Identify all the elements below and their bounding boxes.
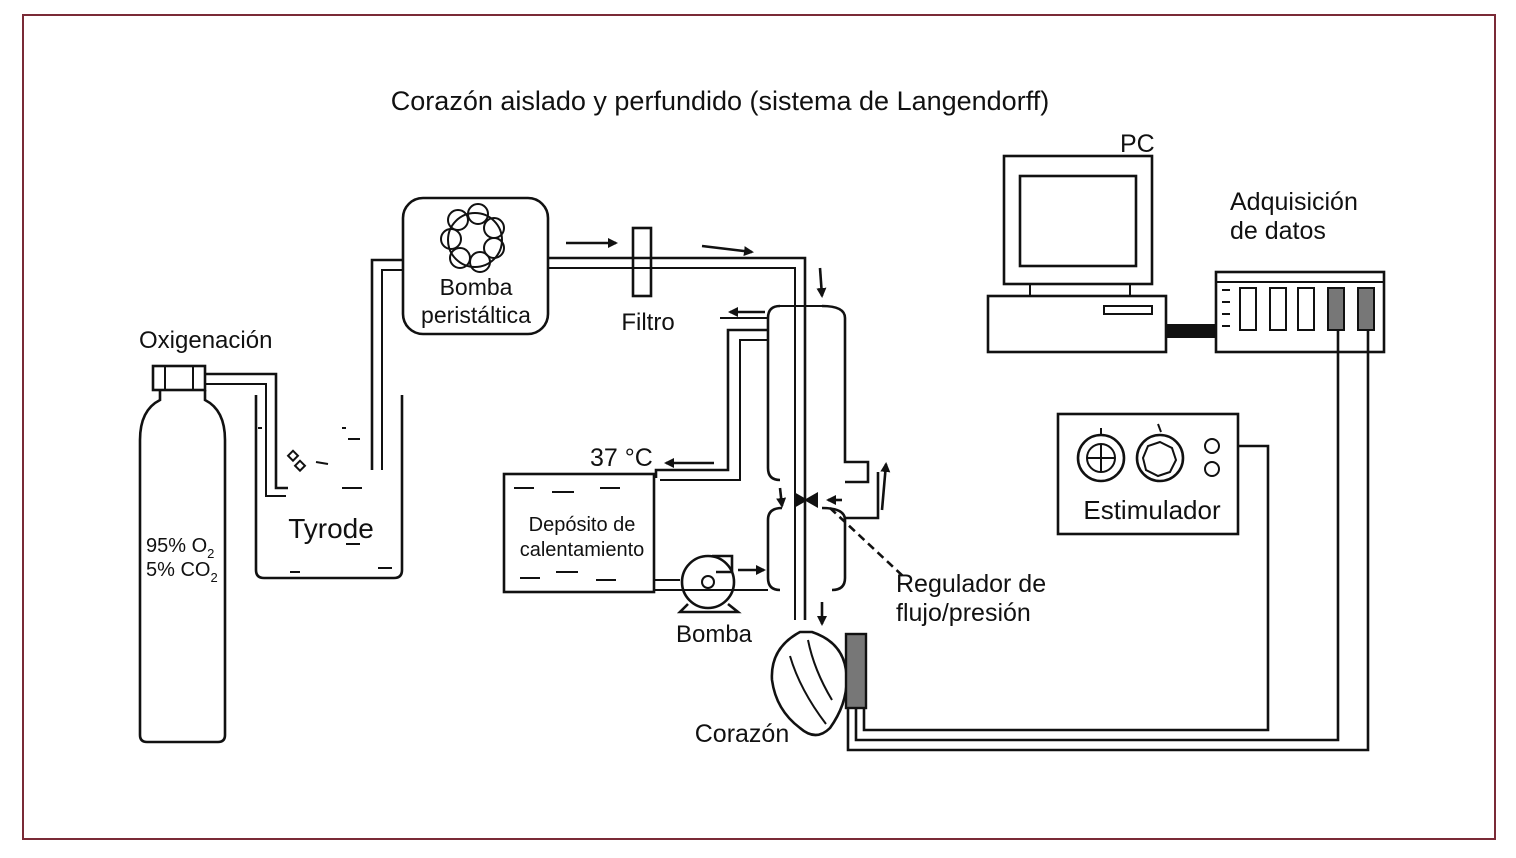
gas-cylinder: 95% O2 5% CO2 bbox=[138, 364, 227, 744]
deposito-label-1: Depósito de bbox=[529, 514, 636, 536]
force-transducer bbox=[844, 632, 868, 710]
tube-tyrode-to-pump bbox=[370, 258, 404, 470]
tyrode-beaker bbox=[254, 395, 404, 580]
water-jacket-upper bbox=[766, 304, 870, 484]
stimulator-led bbox=[1204, 438, 1220, 454]
heating-reservoir bbox=[502, 472, 656, 594]
pump-rollers bbox=[440, 203, 505, 273]
corazon-label: Corazón bbox=[695, 720, 790, 748]
cable-daq bbox=[854, 330, 1340, 742]
diagram-title: Corazón aislado y perfundido (sistema de… bbox=[391, 86, 1049, 116]
bomba-label: Bomba bbox=[676, 621, 753, 648]
bomba-peristaltica-label-2: peristáltica bbox=[421, 302, 531, 328]
figure-frame bbox=[22, 14, 1496, 840]
tube-pump-to-heart bbox=[548, 256, 807, 620]
data-acquisition-unit bbox=[1214, 270, 1386, 354]
deposito-label-2: calentamiento bbox=[520, 539, 645, 561]
adquisicion-label-1: Adquisición bbox=[1230, 188, 1358, 216]
gas-co2-label: 5% CO bbox=[146, 559, 210, 581]
flow-arrow bbox=[880, 462, 891, 511]
stimulator-knob-2 bbox=[1135, 423, 1185, 483]
stimulator-knob-1 bbox=[1076, 428, 1126, 483]
gas-o2-label: 95% O bbox=[146, 535, 207, 557]
svg-text:5% CO2: 5% CO2 bbox=[146, 559, 218, 585]
regulador-pointer bbox=[829, 507, 906, 579]
pc-daq-cable bbox=[1166, 324, 1216, 338]
regulador-label-1: Regulador de bbox=[896, 570, 1046, 598]
pc-label: PC bbox=[1120, 130, 1155, 158]
valve bbox=[794, 492, 818, 508]
flow-arrow bbox=[816, 267, 827, 298]
tyrode-label: Tyrode bbox=[288, 513, 374, 544]
pc bbox=[986, 154, 1168, 354]
cable-stimulator bbox=[862, 444, 1270, 732]
svg-text:95% O2: 95% O2 bbox=[146, 535, 214, 561]
filtro-label: Filtro bbox=[621, 309, 674, 336]
gas-o2-sub: 2 bbox=[207, 546, 214, 561]
adquisicion-label-2: de datos bbox=[1230, 217, 1326, 245]
temperatura-label: 37 °C bbox=[590, 444, 653, 472]
gas-co2-sub: 2 bbox=[210, 570, 217, 585]
circulation-pump bbox=[654, 554, 742, 614]
heart bbox=[770, 630, 848, 737]
filter bbox=[631, 226, 653, 298]
stimulator-led bbox=[1204, 461, 1220, 477]
oxigenacion-label: Oxigenación bbox=[139, 327, 272, 354]
flow-arrow bbox=[701, 244, 754, 257]
water-jacket-lower bbox=[766, 506, 847, 592]
bomba-peristaltica-label-1: Bomba bbox=[440, 274, 513, 300]
stimulator bbox=[1056, 412, 1240, 536]
flow-arrow bbox=[776, 487, 787, 508]
regulador-label-2: flujo/presión bbox=[896, 599, 1031, 627]
estimulador-label: Estimulador bbox=[1083, 495, 1221, 525]
cable-transducer bbox=[846, 330, 1370, 752]
peristaltic-pump bbox=[401, 196, 550, 336]
gas-tube bbox=[205, 372, 288, 490]
